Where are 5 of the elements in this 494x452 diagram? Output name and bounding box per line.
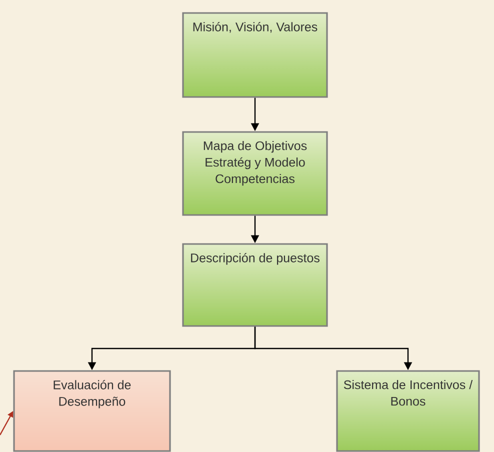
process-box: Mapa de Objetivos Estratég y Modelo Competencias	[182, 131, 328, 216]
process-box: Evaluación de Desempeño	[13, 370, 171, 452]
process-box: Descripción de puestos	[182, 243, 328, 327]
process-box: Sistema de Incentivos / Bonos	[336, 370, 480, 452]
process-box: Misión, Visión, Valores	[182, 12, 328, 98]
